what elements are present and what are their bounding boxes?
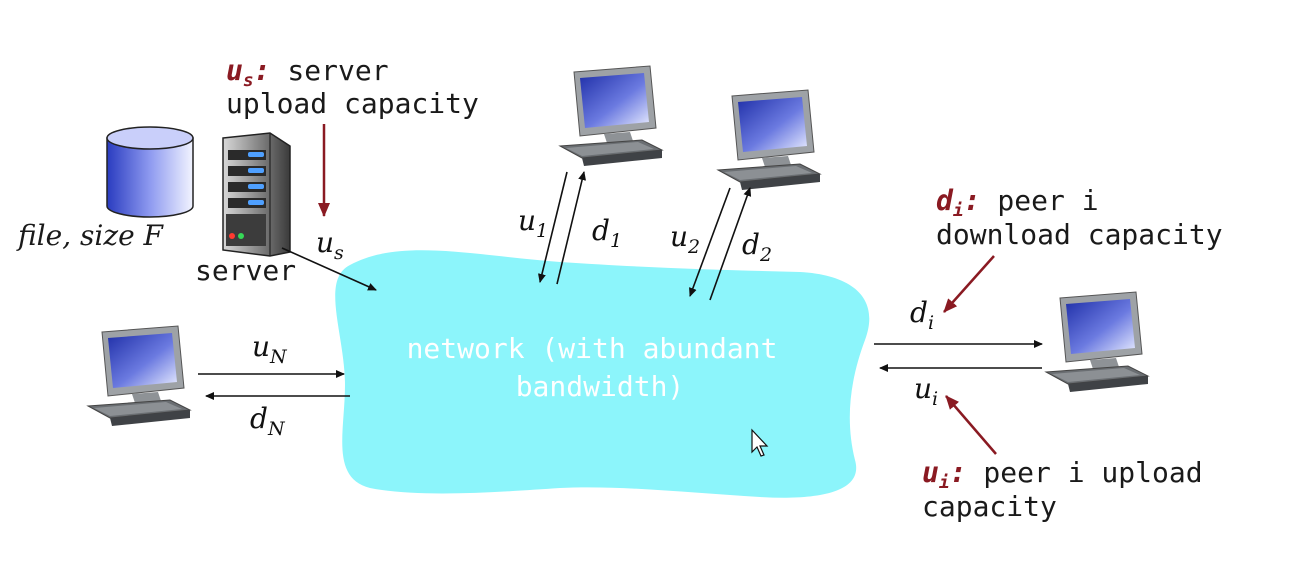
peer-i-upload-annotation: ui: peer i upload — [922, 456, 1203, 493]
network-label-line2: bandwidth) — [516, 370, 685, 403]
database-icon — [106, 126, 194, 218]
server-upload-annotation-line2: upload capacity — [226, 87, 479, 120]
server-label: server — [195, 254, 296, 287]
peer-n-computer-icon — [87, 325, 191, 427]
server-upload-arrow — [281, 247, 377, 291]
peer-i-download-annotation-line2: download capacity — [936, 218, 1223, 251]
network-label-line1: network (with abundant — [407, 332, 778, 365]
file-size-label: file, size F — [16, 219, 165, 252]
peer-1-upload-var: u1 — [518, 204, 548, 242]
peer-2-upload-arrow — [709, 187, 752, 301]
peer-n-download-var: dN — [250, 402, 286, 440]
server-icon — [222, 132, 291, 257]
peer-i-upload-annotation-line2: capacity — [922, 490, 1057, 523]
peer-2-computer-icon — [717, 89, 821, 191]
peer-1-computer-icon — [559, 65, 663, 167]
peer-1-download-var: d1 — [592, 214, 622, 252]
peer-i-download-annotation-arrow — [943, 255, 995, 313]
peer-1-download-arrow — [538, 171, 568, 283]
peer-i-download-annotation: di: peer i — [936, 184, 1099, 221]
peer-1-upload-arrow — [556, 171, 587, 285]
peer-i-download-var: di — [910, 296, 934, 334]
peer-n-upload-var: uN — [252, 330, 288, 368]
server-upload-annotation: us: server — [226, 54, 389, 91]
network-cloud — [335, 250, 870, 498]
peer-i-upload-annotation-arrow — [945, 395, 997, 455]
peer-2-download-arrow — [689, 187, 731, 297]
peer-i-computer-icon — [1045, 291, 1149, 393]
server-upload-var: us — [316, 226, 344, 264]
mouse-cursor-icon — [751, 428, 769, 457]
peer-i-upload-var: ui — [914, 372, 938, 410]
peer-2-upload-var: u2 — [670, 220, 700, 258]
peer-2-download-var: d2 — [742, 228, 772, 266]
